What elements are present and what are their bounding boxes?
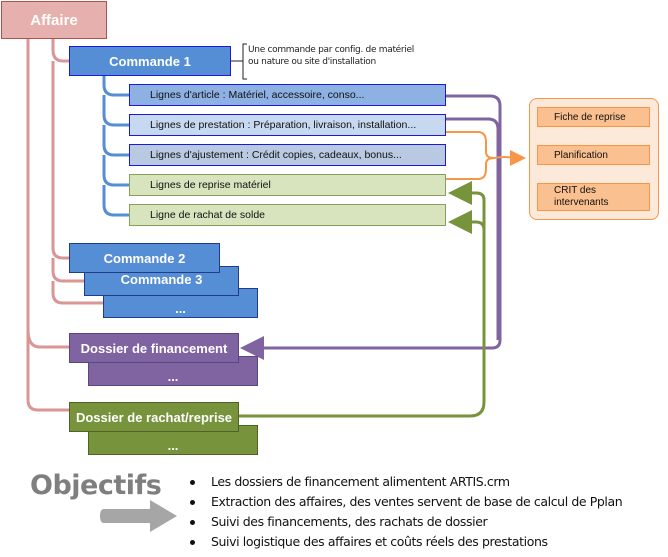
objectif-item: Extraction des affaires, des ventes serv…	[190, 492, 623, 512]
step-crit[interactable]: CRIT des intervenants	[537, 183, 650, 211]
purple-connectors	[240, 94, 502, 360]
objectifs-list: Les dossiers de financement alimentent A…	[190, 472, 623, 552]
affaire-connectors	[26, 39, 103, 412]
line-rachat[interactable]: Ligne de rachat de solde	[129, 204, 446, 226]
commande-note: Une commande par config. de matériel ou …	[248, 44, 414, 68]
objectifs-arrow	[100, 500, 177, 532]
rachat-node[interactable]: Dossier de rachat/reprise	[69, 402, 239, 432]
step-fiche-reprise[interactable]: Fiche de reprise	[537, 107, 650, 127]
objectif-item: Suivi des financements, des rachats de d…	[190, 512, 622, 532]
step-crit-line-1: CRIT des	[554, 185, 597, 196]
objectif-text: Les dossiers de financement alimentent A…	[211, 474, 510, 489]
commande-1-node[interactable]: Commande 1	[69, 46, 231, 76]
line-ajustement[interactable]: Lignes d'ajustement : Crédit copies, cad…	[129, 144, 446, 166]
note-line-1: Une commande par config. de matériel	[248, 45, 414, 55]
step-planification[interactable]: Planification	[537, 145, 650, 165]
bullet-icon	[190, 479, 195, 485]
line-prestation[interactable]: Lignes de prestation : Préparation, livr…	[129, 114, 446, 136]
note-bracket	[231, 43, 247, 80]
objectifs-title: Objectifs	[30, 470, 162, 501]
orange-connectors	[446, 131, 526, 180]
objectif-text: Suivi logistique des affaires et coûts r…	[211, 534, 548, 549]
line-article[interactable]: Lignes d'article : Matériel, accessoire,…	[129, 84, 446, 106]
line-reprise[interactable]: Lignes de reprise matériel	[129, 174, 446, 196]
objectif-text: Extraction des affaires, des ventes serv…	[211, 494, 623, 509]
commande-2-node[interactable]: Commande 2	[69, 243, 220, 273]
bullet-icon	[190, 519, 195, 525]
green-connectors	[239, 181, 486, 418]
commande1-connectors	[102, 76, 129, 217]
financement-node[interactable]: Dossier de financement	[69, 333, 239, 363]
objectif-item: Suivi logistique des affaires et coûts r…	[190, 532, 622, 552]
bullet-icon	[190, 499, 195, 505]
objectif-item: Les dossiers de financement alimentent A…	[190, 472, 622, 492]
bullet-icon	[190, 539, 195, 545]
note-line-2: ou nature ou site d'installation	[248, 57, 376, 67]
objectif-text: Suivi des financements, des rachats de d…	[211, 514, 488, 529]
affaire-node[interactable]: Affaire	[1, 1, 107, 39]
step-crit-line-2: intervenants	[554, 197, 609, 208]
